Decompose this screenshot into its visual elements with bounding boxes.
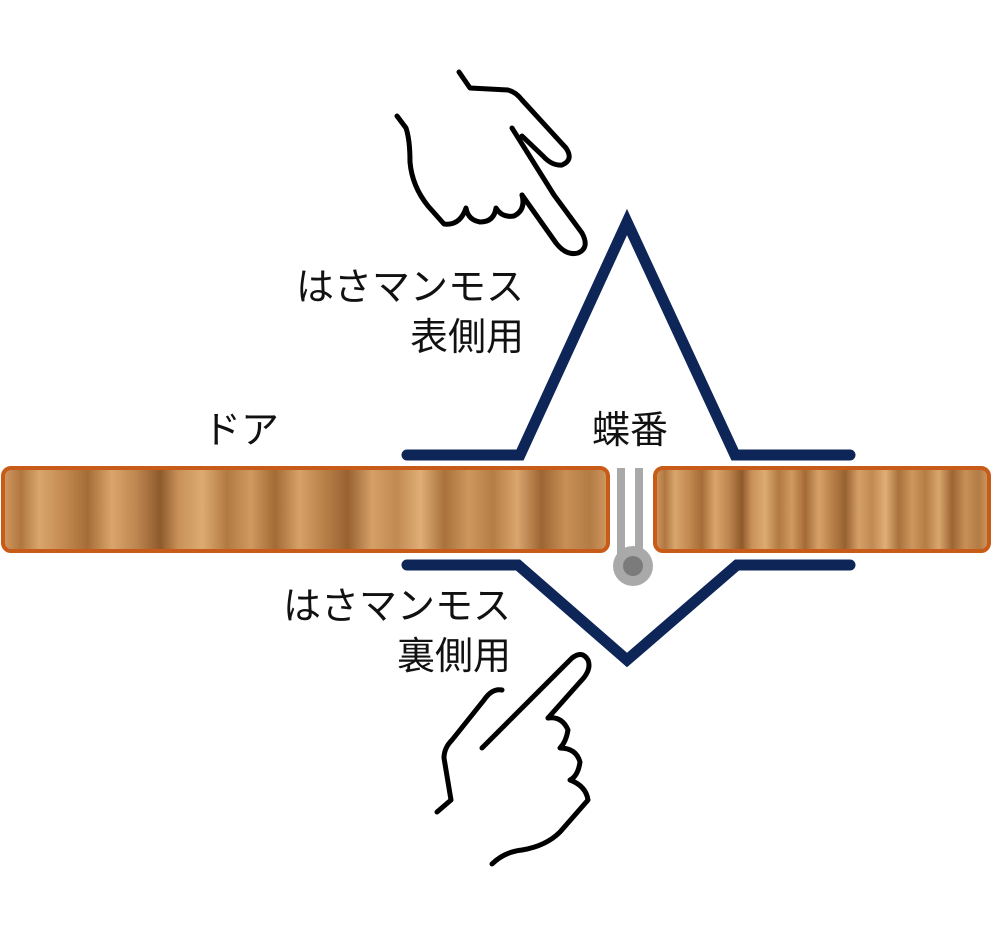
door-panel-left <box>1 466 610 553</box>
back-guard-line <box>401 559 856 668</box>
front-guard-line <box>401 208 856 461</box>
door-label: ドア <box>203 408 279 452</box>
pointing-hand-down-icon <box>394 69 588 256</box>
back-guard-label-line2: 裏側用 <box>397 634 511 678</box>
hinge <box>613 468 653 586</box>
door-panel-right <box>653 466 991 553</box>
back-guard-label-line1: はさマンモス <box>283 584 511 628</box>
pointing-hand-up-icon <box>434 652 592 867</box>
front-guard-label-line1: はさマンモス <box>296 265 524 309</box>
front-guard-label-line2: 表側用 <box>410 315 524 359</box>
hinge-label: 蝶番 <box>592 408 668 452</box>
